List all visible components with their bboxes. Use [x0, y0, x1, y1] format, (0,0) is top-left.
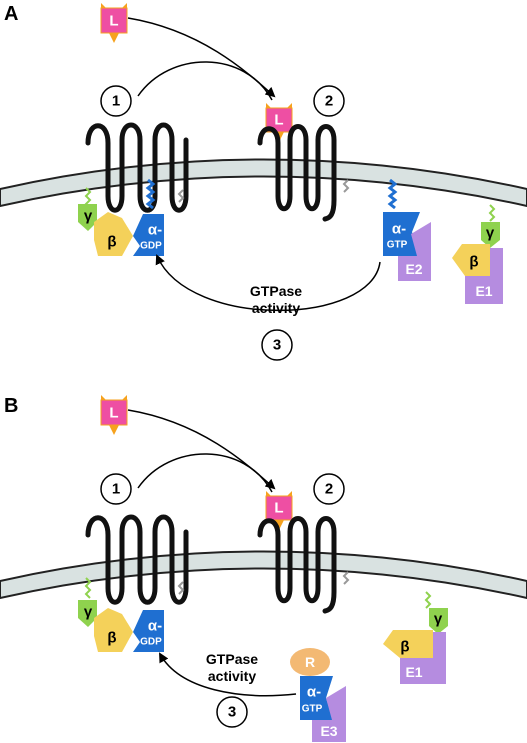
receptor-inactive-b — [85, 514, 189, 605]
receptor-inactive-a — [85, 122, 189, 213]
g-beta2-b: β — [383, 630, 433, 658]
ligand-label: L — [109, 13, 118, 30]
anchor-gamma2-b — [424, 591, 432, 609]
svg-text:2: 2 — [325, 93, 333, 110]
svg-text:1: 1 — [112, 481, 120, 498]
svg-text:γ: γ — [434, 611, 443, 628]
panel-a: A L 1 2 L — [0, 3, 527, 361]
step2-marker-b: 2 — [313, 473, 345, 505]
membrane-b — [0, 550, 527, 600]
anchor-gamma2-a — [488, 204, 496, 222]
g-gamma2-b: γ — [429, 608, 448, 634]
gtpase-label-line2-a: activity — [252, 300, 300, 316]
g-alpha-gdp-a: α- GDP — [133, 214, 164, 256]
step2-marker-a: 2 — [313, 85, 345, 117]
svg-text:α-: α- — [148, 222, 162, 239]
svg-text:GDP: GDP — [140, 241, 162, 252]
svg-text:γ: γ — [486, 225, 495, 242]
anchor-gray2-a — [342, 179, 350, 193]
panel-a-label: A — [4, 3, 18, 25]
gtpase-label-line2-b: activity — [208, 668, 256, 684]
effector-e1-a: E1 — [465, 248, 503, 304]
g-alpha-gtp-b: α- GTP — [300, 676, 333, 720]
svg-text:GTP: GTP — [302, 704, 323, 715]
step1-arrow-b — [137, 453, 273, 493]
step3-marker-b: 3 — [216, 696, 248, 728]
svg-text:α-: α- — [392, 221, 406, 238]
gtpase-arrow-a — [155, 254, 381, 312]
svg-text:γ: γ — [84, 208, 93, 225]
rgs-r-b: R — [290, 648, 330, 676]
gtpase-label-line1-b: GTPase — [206, 651, 258, 667]
svg-text:L: L — [109, 405, 118, 422]
free-ligand-b: L — [100, 395, 128, 435]
effector-e3-b: E3 — [312, 686, 346, 742]
effector-e2-a: E2 — [398, 222, 431, 281]
svg-text:R: R — [305, 654, 315, 670]
bound-ligand-b: L — [265, 491, 293, 530]
g-alpha-gdp-b: α- GDP — [133, 610, 164, 652]
anchor-gamma-b — [84, 577, 92, 599]
svg-text:α-: α- — [148, 618, 162, 635]
svg-text:2: 2 — [325, 481, 333, 498]
svg-text:E1: E1 — [405, 664, 422, 680]
gtpase-label-line1-a: GTPase — [250, 283, 302, 299]
g-gamma-a: γ — [78, 204, 97, 231]
step1-marker-b: 1 — [100, 473, 132, 505]
svg-text:GDP: GDP — [140, 637, 162, 648]
step3-marker-a: 3 — [261, 329, 293, 361]
svg-text:L: L — [274, 500, 283, 517]
svg-text:1: 1 — [112, 93, 120, 110]
membrane-a — [0, 158, 527, 208]
g-alpha-gtp-a: α- GTP — [383, 212, 420, 256]
svg-text:β: β — [107, 234, 116, 251]
svg-text:γ: γ — [84, 604, 93, 621]
svg-text:E2: E2 — [405, 261, 422, 277]
svg-text:E1: E1 — [475, 283, 492, 299]
anchor-alpha-a — [145, 178, 156, 210]
step1-marker-a: 1 — [100, 85, 132, 117]
svg-text:3: 3 — [273, 337, 281, 354]
panel-b-label: B — [4, 395, 18, 417]
svg-text:β: β — [469, 254, 478, 271]
binding-arrow-a — [127, 17, 276, 98]
svg-text:β: β — [107, 630, 116, 647]
effector-e1-b: E1 — [400, 632, 446, 684]
free-ligand-a: L — [100, 3, 128, 43]
g-beta-a: β — [94, 212, 133, 256]
svg-text:3: 3 — [228, 704, 236, 721]
panel-b: B L 1 2 L — [0, 395, 527, 742]
svg-text:L: L — [274, 112, 283, 129]
anchor-gray1-b — [177, 581, 185, 595]
anchor-gray2-b — [342, 571, 350, 585]
g-beta-b: β — [94, 608, 133, 652]
g-gamma-b: γ — [78, 600, 97, 627]
binding-arrow-b — [127, 409, 276, 490]
receptor-active-b — [257, 516, 337, 614]
gtpase-arrow-b — [159, 652, 297, 697]
step1-arrow-a — [137, 61, 273, 101]
svg-text:β: β — [400, 639, 409, 656]
svg-text:GTP: GTP — [387, 240, 408, 251]
anchor-gray1-a — [177, 189, 185, 203]
svg-text:α-: α- — [307, 684, 321, 701]
anchor-alpha-gtp-a — [387, 178, 398, 210]
g-beta2-a: β — [452, 244, 490, 276]
svg-text:E3: E3 — [320, 723, 337, 739]
g-gamma2-a: γ — [481, 222, 500, 248]
receptor-active-a — [257, 124, 337, 222]
